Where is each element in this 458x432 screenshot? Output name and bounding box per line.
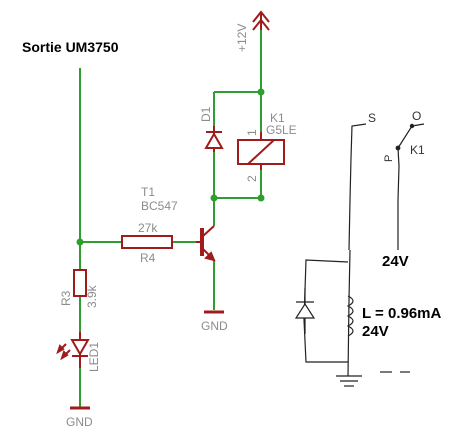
transistor-t1-symbol [196, 225, 216, 262]
hand-sketch [294, 123, 425, 387]
switch-s-label: S [368, 111, 376, 125]
relay-ref-label: K1 [270, 111, 285, 125]
relay-k1-coil-symbol [237, 132, 285, 170]
wires [79, 28, 262, 408]
switch-o-label: O [412, 109, 421, 123]
switch-k1-label: K1 [410, 143, 425, 157]
junctions [76, 88, 265, 246]
switch-p-label: P [383, 155, 395, 162]
supply-arrow-symbol [252, 10, 270, 31]
sketch-labels: S O P K1 24V L = 0.96mA 24V [362, 109, 442, 340]
r3-value-label: 3.9k [85, 284, 99, 308]
r4-value-label: 27k [138, 221, 158, 235]
transistor-ref-label: T1 [141, 185, 155, 199]
supply-label: +12V [235, 24, 249, 52]
relay-value-label: G5LE [266, 123, 297, 137]
r3-ref-label: R3 [59, 290, 73, 306]
transistor-value-label: BC547 [141, 199, 178, 213]
resistor-r3-symbol [73, 269, 87, 297]
r4-ref-label: R4 [140, 251, 156, 265]
led1-symbol [56, 332, 90, 368]
junction-dot [257, 194, 265, 202]
inductance-label: L = 0.96mA [362, 305, 442, 322]
inductance-voltage-label: 24V [362, 323, 389, 340]
diode-ref-label: D1 [199, 106, 213, 122]
junction-dot [76, 238, 84, 246]
gnd-label-transistor: GND [201, 319, 228, 333]
diode-d1-symbol [204, 126, 224, 152]
resistor-r4-symbol [121, 235, 173, 249]
labels: Sortie UM3750 +12V K1 G5LE 1 2 D1 T1 BC5… [22, 24, 297, 429]
gnd-label-led: GND [66, 415, 93, 429]
components [56, 10, 285, 410]
led-ref-label: LED1 [87, 342, 101, 372]
relay-pin1-label: 1 [245, 129, 259, 136]
relay-pin2-label: 2 [245, 175, 259, 182]
diagram-title: Sortie UM3750 [22, 39, 119, 55]
supply-24v-label: 24V [382, 253, 409, 270]
junction-dot [257, 88, 265, 96]
junction-dot [210, 194, 218, 202]
